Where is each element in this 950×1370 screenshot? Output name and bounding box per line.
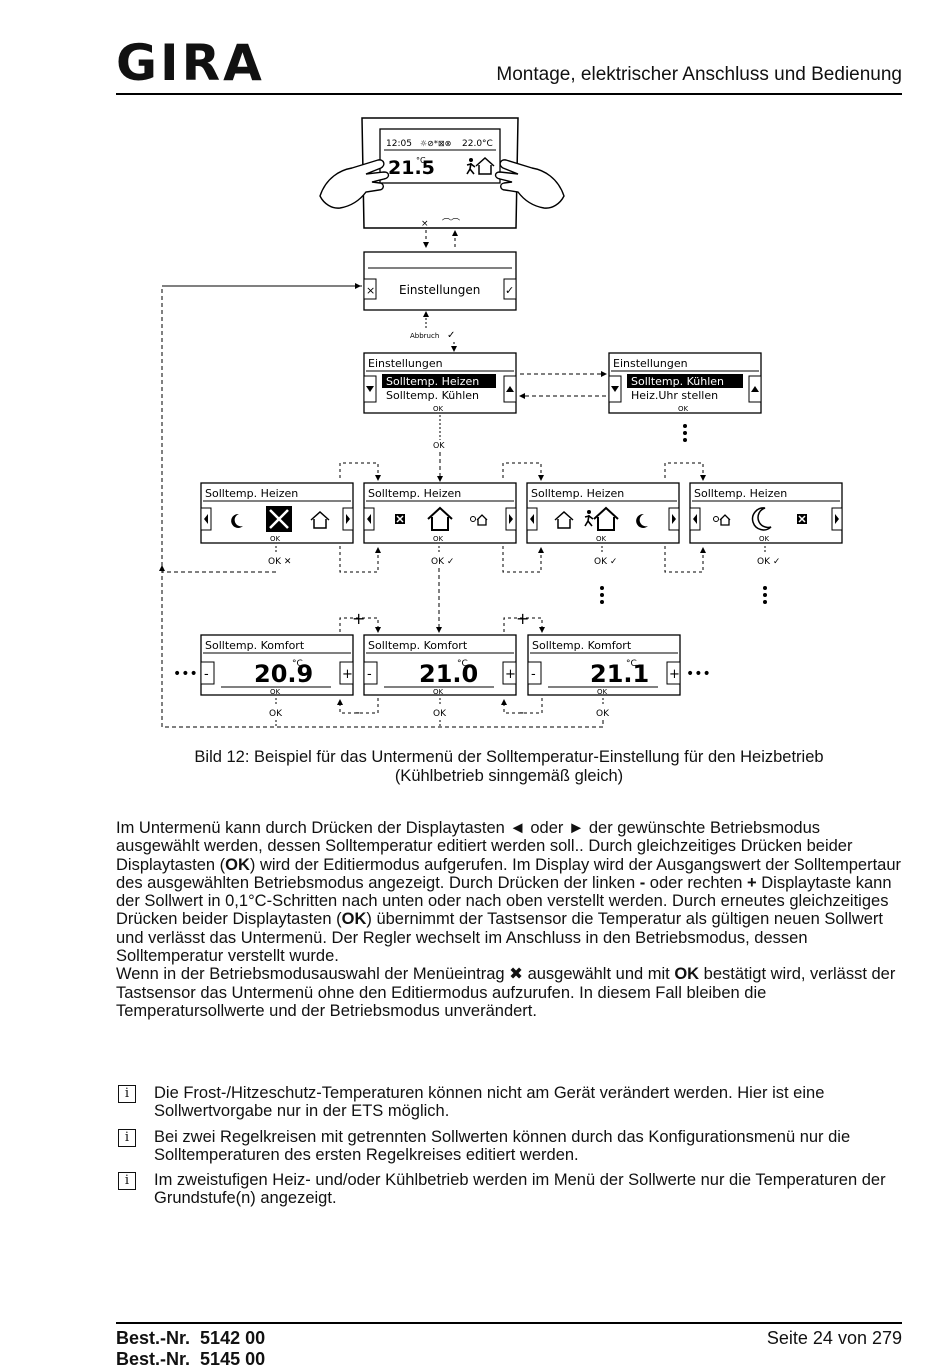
svg-text:OK ✕: OK ✕ (268, 557, 291, 567)
more-dots-heat (600, 586, 767, 604)
order-number-2: 5145 00 (200, 1349, 266, 1369)
svg-text:-: - (531, 667, 536, 682)
comfort-panel-2: Solltemp. Komfort - + 21.0 °C OK (363, 634, 517, 696)
svg-text:OK ✓: OK ✓ (594, 557, 617, 567)
comfort-panel-3: Solltemp. Komfort - + 21.1 °C OK (527, 634, 681, 696)
device-temp: 21.5 (388, 157, 435, 179)
info-icon: i (118, 1085, 136, 1103)
body-paragraph-1: Im Untermenü kann durch Drücken der Disp… (116, 819, 902, 966)
info-icon: i (118, 1128, 136, 1147)
svg-text:OK: OK (270, 688, 281, 696)
svg-text:-: - (519, 705, 524, 721)
svg-text:OK: OK (269, 709, 283, 719)
menu-heat-title: Einstellungen (368, 357, 443, 370)
svg-text:OK: OK (596, 709, 610, 719)
svg-text:Solltemp. Komfort: Solltemp. Komfort (205, 639, 305, 652)
figure-caption: Bild 12: Beispiel für das Untermenü der … (116, 748, 902, 786)
device-time: 12:05 (386, 139, 412, 149)
svg-text:Solltemp. Heizen: Solltemp. Heizen (694, 487, 787, 500)
svg-text:×: × (366, 284, 375, 297)
svg-text:OK: OK (678, 405, 689, 413)
more-dots-right: ••• (686, 666, 711, 682)
svg-text:Solltemp. Heizen: Solltemp. Heizen (205, 487, 298, 500)
left-hand-icon (319, 159, 390, 209)
heat-panel-2: Solltemp. Heizen OK (363, 482, 517, 544)
svg-text:OK: OK (433, 441, 445, 450)
device-temp-unit: °C (416, 156, 426, 165)
heat-panel-3: Solltemp. Heizen OK (526, 482, 680, 544)
comfort-value-2: 21.0 (419, 660, 478, 688)
device-status-temp: 22.0°C (462, 139, 493, 149)
svg-text:-: - (367, 667, 372, 682)
order-numbers: Best.-Nr. 5142 00 Best.-Nr. 5145 00 (116, 1328, 266, 1369)
device-status-icons: ☼⊘*⊠⊗ (420, 139, 451, 148)
page-number: Seite 24 von 279 (766, 1328, 902, 1348)
svg-text:+: + (352, 609, 365, 628)
caption-line-1: Bild 12: Beispiel für das Untermenü der … (194, 748, 824, 766)
svg-text:+: + (516, 609, 529, 628)
menu-heat-next: Solltemp. Kühlen (386, 389, 479, 402)
svg-text:-: - (204, 667, 209, 682)
menu-cool-selected: Solltemp. Kühlen (631, 375, 724, 388)
svg-text:°C: °C (626, 659, 637, 669)
settings-screen: × ✓ Einstellungen (363, 251, 517, 311)
info-icon: i (118, 1172, 136, 1191)
body-text: Im Untermenü kann durch Drücken der Disp… (116, 819, 906, 1020)
menu-cool-title: Einstellungen (613, 357, 688, 370)
heat-panel-1: Solltemp. Heizen OK (200, 482, 354, 544)
comfort-panel-1: Solltemp. Komfort - + 20.9 °C OK (200, 634, 354, 696)
heat-panel-4: Solltemp. Heizen OK (689, 482, 843, 544)
more-dots-left: ••• (173, 666, 198, 682)
comfort-value-3: 21.1 (590, 660, 649, 688)
svg-text:+: + (669, 667, 680, 682)
svg-text:×: × (421, 219, 429, 229)
svg-text:✓: ✓ (505, 284, 514, 297)
svg-text:OK ✓: OK ✓ (431, 557, 454, 567)
svg-text:Solltemp. Heizen: Solltemp. Heizen (368, 487, 461, 500)
svg-text:+: + (505, 667, 516, 682)
svg-text:OK: OK (433, 535, 444, 543)
svg-text:OK: OK (433, 688, 444, 696)
menu-screen-heat: Einstellungen Solltemp. Heizen Solltemp.… (363, 352, 517, 414)
menu-cool-next: Heiz.Uhr stellen (631, 389, 718, 402)
svg-text:Solltemp. Komfort: Solltemp. Komfort (368, 639, 468, 652)
svg-text:OK: OK (759, 535, 770, 543)
svg-text:OK ✓: OK ✓ (757, 557, 780, 567)
svg-text:°C: °C (292, 659, 303, 669)
menu-heat-selected: Solltemp. Heizen (386, 375, 479, 388)
svg-text:-: - (355, 705, 360, 721)
gira-logo: GIRA (116, 34, 265, 92)
svg-text:Solltemp. Heizen: Solltemp. Heizen (531, 487, 624, 500)
svg-text:OK: OK (270, 535, 281, 543)
header-title: Montage, elektrischer Anschluss und Bedi… (496, 64, 902, 85)
menu-screen-cool: Einstellungen Solltemp. Kühlen Heiz.Uhr … (608, 352, 762, 414)
settings-title: Einstellungen (399, 283, 480, 297)
svg-text:OK: OK (597, 688, 608, 696)
caption-line-2: (Kühlbetrieb sinngemäß gleich) (394, 767, 624, 785)
comfort-value-1: 20.9 (254, 660, 313, 688)
footer-rule (116, 1322, 902, 1324)
svg-text:OK: OK (433, 405, 444, 413)
cancel-label: Abbruch (410, 332, 439, 340)
header-rule (116, 93, 902, 95)
order-number-1: 5142 00 (200, 1328, 266, 1348)
svg-text:Solltemp. Komfort: Solltemp. Komfort (532, 639, 632, 652)
svg-text:+: + (342, 667, 353, 682)
x-box-icon: ✖ (509, 965, 523, 984)
svg-text:OK: OK (596, 535, 607, 543)
svg-text:✓: ✓ (447, 330, 455, 341)
settings-menu-diagram: 12:05 ☼⊘*⊠⊗ 22.0°C 21.5 °C × ⌒⌒ × ✓ Eins… (159, 117, 843, 728)
svg-text:°C: °C (457, 659, 468, 669)
svg-text:OK: OK (433, 709, 447, 719)
device-panel: 12:05 ☼⊘*⊠⊗ 22.0°C 21.5 °C (361, 117, 519, 229)
right-hand-icon (494, 159, 565, 209)
body-paragraph-2: Wenn in der Betriebsmodusauswahl der Men… (116, 965, 896, 1020)
svg-text:⌒⌒: ⌒⌒ (442, 218, 460, 229)
more-dots-cool (683, 424, 687, 442)
